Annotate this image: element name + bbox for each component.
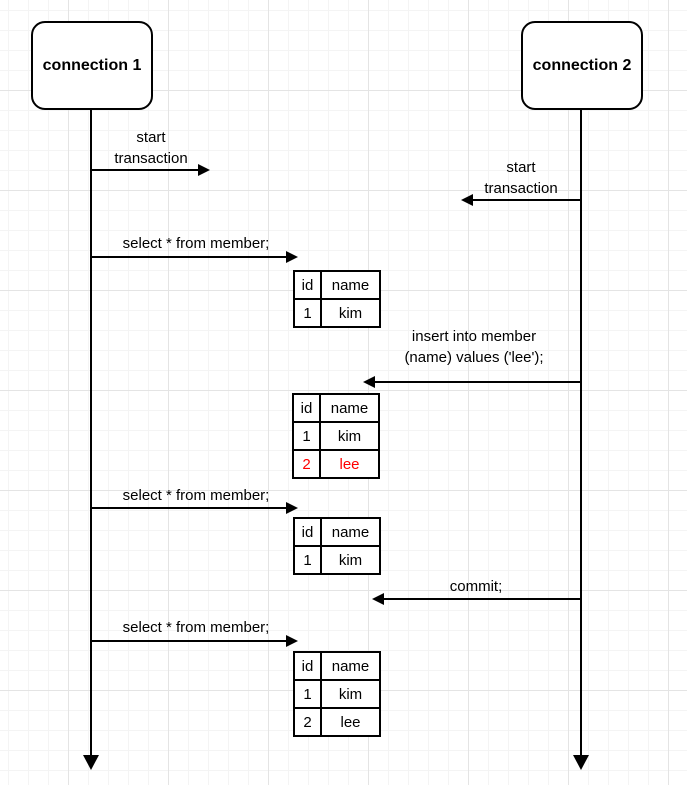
message-start-transaction-2-label: start transaction: [484, 159, 558, 197]
table-cell-id: 1: [293, 679, 322, 709]
table-header-id: id: [292, 393, 321, 423]
table-cell-name: kim: [319, 421, 380, 451]
actor-connection-2: connection 2: [521, 21, 643, 110]
table-cell-name: kim: [320, 298, 381, 328]
message-select-3-line: [92, 640, 287, 642]
message-select-1-label: select * from member;: [122, 235, 270, 252]
message-select-1-arrowhead-icon: [286, 251, 298, 263]
message-select-2-arrowhead-icon: [286, 502, 298, 514]
result-table-4: id name 1 kim 2 lee: [293, 651, 381, 737]
table-header-id: id: [293, 651, 322, 681]
table-cell-id: 2: [292, 449, 321, 479]
message-start-transaction-1-line: [92, 169, 199, 171]
actor-connection-1: connection 1: [31, 21, 153, 110]
result-table-2: id name 1 kim 2 lee: [292, 393, 380, 479]
message-start-transaction-1-arrowhead-icon: [198, 164, 210, 176]
lifeline-connection-2-arrowhead-icon: [573, 755, 589, 770]
message-commit-arrowhead-icon: [372, 593, 384, 605]
table-row: 1 kim: [293, 298, 381, 328]
message-insert-line: [374, 381, 581, 383]
actor-connection-2-label: connection 2: [532, 56, 632, 74]
result-table-1: id name 1 kim: [293, 270, 381, 328]
table-row: 1 kim: [293, 545, 381, 575]
message-select-3-arrowhead-icon: [286, 635, 298, 647]
actor-connection-1-label: connection 1: [42, 56, 142, 74]
table-cell-name: lee: [319, 449, 380, 479]
table-cell-id: 1: [293, 298, 322, 328]
message-commit-label: commit;: [449, 578, 503, 595]
table-header-name: name: [320, 270, 381, 300]
message-insert-label: insert into member (name) values ('lee')…: [404, 328, 544, 366]
table-header-row: id name: [292, 393, 380, 423]
table-cell-name: kim: [320, 545, 381, 575]
table-header-name: name: [319, 393, 380, 423]
message-commit-line: [383, 598, 581, 600]
table-header-name: name: [320, 517, 381, 547]
message-insert-arrowhead-icon: [363, 376, 375, 388]
table-row-highlighted: 2 lee: [292, 449, 380, 479]
lifeline-connection-1: [90, 108, 92, 756]
table-row: 1 kim: [293, 679, 381, 709]
table-cell-id: 2: [293, 707, 322, 737]
message-select-1-line: [92, 256, 287, 258]
message-select-3-label: select * from member;: [122, 619, 270, 636]
table-cell-id: 1: [293, 545, 322, 575]
lifeline-connection-2: [580, 108, 582, 756]
table-header-row: id name: [293, 517, 381, 547]
table-header-name: name: [320, 651, 381, 681]
table-cell-name: kim: [320, 679, 381, 709]
message-start-transaction-2-arrowhead-icon: [461, 194, 473, 206]
message-select-2-line: [92, 507, 287, 509]
message-start-transaction-1-label: start transaction: [114, 129, 188, 167]
table-header-row: id name: [293, 651, 381, 681]
table-row: 1 kim: [292, 421, 380, 451]
lifeline-connection-1-arrowhead-icon: [83, 755, 99, 770]
table-cell-id: 1: [292, 421, 321, 451]
message-start-transaction-2-line: [472, 199, 581, 201]
result-table-3: id name 1 kim: [293, 517, 381, 575]
table-cell-name: lee: [320, 707, 381, 737]
table-header-id: id: [293, 517, 322, 547]
table-header-id: id: [293, 270, 322, 300]
table-row: 2 lee: [293, 707, 381, 737]
message-select-2-label: select * from member;: [122, 487, 270, 504]
table-header-row: id name: [293, 270, 381, 300]
